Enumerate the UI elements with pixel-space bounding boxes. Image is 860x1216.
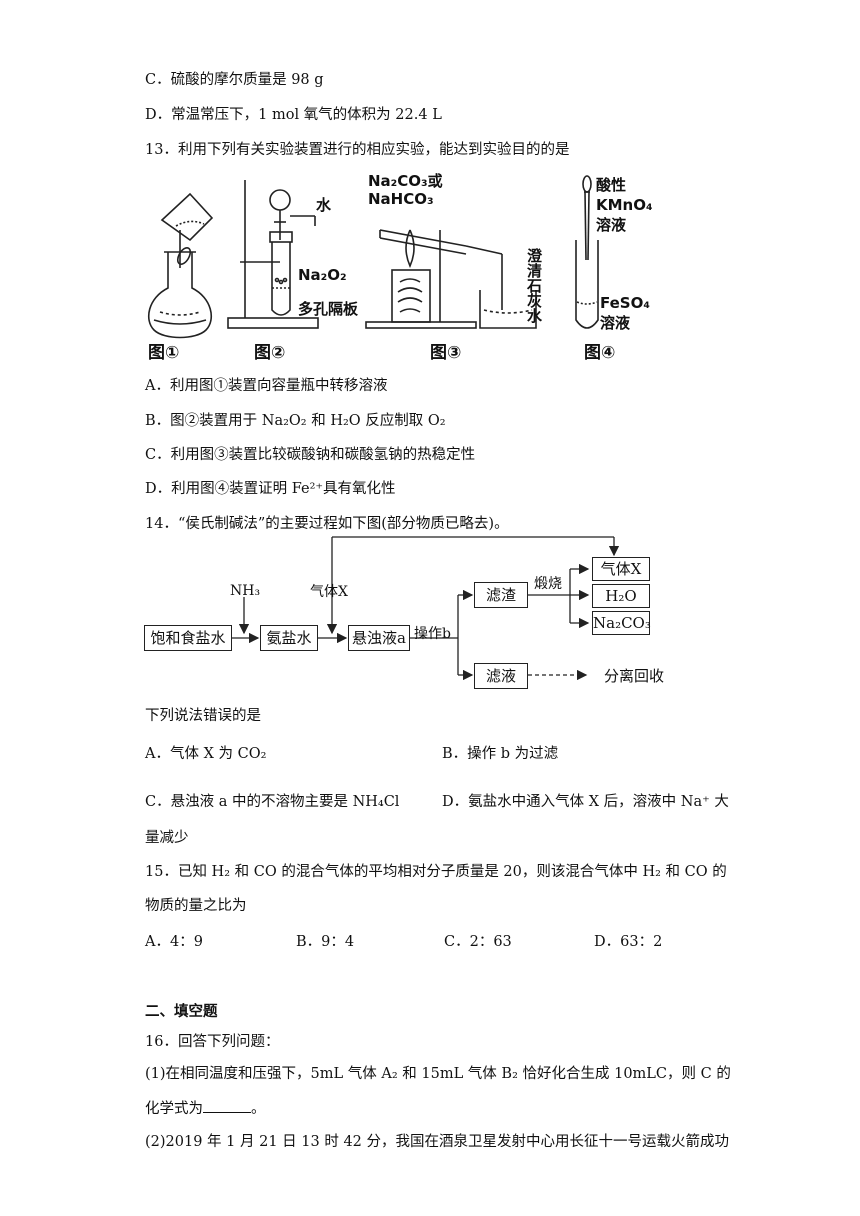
volumetric-flask-icon: [147, 192, 214, 339]
dropper-test-tube-icon: [575, 175, 599, 329]
q14-option-d-continued: 量减少: [145, 830, 189, 846]
apparatus-drawings: [147, 175, 599, 339]
q15-option-b: B．9：4: [296, 934, 355, 950]
flow-product-na2co3: Na₂CO₃: [592, 611, 651, 635]
q14-question: 下列说法错误的是: [145, 708, 261, 724]
answer-blank[interactable]: [203, 1098, 251, 1113]
flow-product-water: H₂O: [592, 584, 650, 608]
figure-2-caption: 图②: [254, 343, 286, 363]
flowchart-arrows: [232, 536, 620, 681]
gas-generator-icon: [227, 180, 319, 329]
q16-part1-suffix: 。: [251, 1101, 266, 1117]
flow-residue: 滤渣: [474, 582, 528, 608]
q14-option-c: C．悬浊液 a 中的不溶物主要是 NH₄Cl: [145, 794, 400, 810]
water-label: 水: [316, 196, 332, 214]
q14-option-a: A．气体 X 为 CO₂: [145, 746, 267, 762]
q13-apparatus-figure: 水 Na₂O₂ 多孔隔板 Na₂CO₃或 NaHCO₃ 澄清石灰水 酸性 KMn…: [140, 170, 720, 365]
q16-part2: (2)2019 年 1 月 21 日 13 时 42 分，我国在酒泉卫星发射中心…: [145, 1134, 729, 1150]
figure-3-caption: 图③: [430, 343, 462, 363]
q16-part1-prefix: 化学式为: [145, 1101, 203, 1117]
q12-option-d: D．常温常压下，1 mol 氧气的体积为 22.4 L: [145, 107, 442, 123]
q15-option-c: C．2：63: [444, 934, 512, 950]
q13-stem: 13．利用下列有关实验装置进行的相应实验，能达到实验目的的是: [145, 142, 570, 158]
kmno4-label-line1: 酸性: [596, 176, 627, 194]
hou-process-flowchart: 饱和食盐水 NH₃ 氨盐水 气体X 悬浊液a 操作b 滤渣 煅烧 气体X H₂O…: [140, 535, 700, 695]
flow-gas-x-input: 气体X: [310, 584, 348, 600]
q15-option-a: A．4：9: [145, 934, 203, 950]
q15-option-d: D．63：2: [594, 934, 663, 950]
section-title: 二、填空题: [145, 1003, 218, 1020]
flow-suspension-a: 悬浊液a: [348, 625, 410, 651]
kmno4-label-line3: 溶液: [596, 216, 627, 234]
limewater-label: 澄清石灰水: [525, 248, 543, 323]
flow-recover-label: 分离回收: [604, 667, 665, 685]
figure-4-caption: 图④: [584, 343, 616, 363]
q13-option-d: D．利用图④装置证明 Fe²⁺具有氧化性: [145, 481, 396, 497]
q16-part1: (1)在相同温度和压强下，5mL 气体 A₂ 和 15mL 气体 B₂ 恰好化合…: [145, 1066, 731, 1082]
flow-calcine-label: 煅烧: [534, 576, 562, 592]
porous-plate-label: 多孔隔板: [298, 300, 359, 318]
flow-saturated-brine: 饱和食盐水: [144, 625, 232, 651]
feso4-label-line1: FeSO₄: [600, 294, 650, 312]
q13-option-a: A．利用图①装置向容量瓶中转移溶液: [145, 378, 388, 394]
q12-option-c: C．硫酸的摩尔质量是 98 g: [145, 72, 324, 88]
q14-option-b: B．操作 b 为过滤: [442, 746, 559, 762]
figure-1-caption: 图①: [148, 343, 180, 363]
q15-stem: 15．已知 H₂ 和 CO 的混合气体的平均相对分子质量是 20，则该混合气体中…: [145, 864, 727, 880]
q16-stem: 16．回答下列问题：: [145, 1034, 280, 1050]
na2o2-label: Na₂O₂: [298, 266, 347, 284]
q15-stem-continued: 物质的量之比为: [145, 898, 247, 914]
q13-option-c: C．利用图③装置比较碳酸钠和碳酸氢钠的热稳定性: [145, 447, 476, 463]
heating-apparatus-icon: [365, 229, 537, 329]
flow-ammonia-brine: 氨盐水: [260, 625, 318, 651]
flow-operation-b: 操作b: [414, 626, 451, 642]
reagent-label-line1: Na₂CO₃或: [368, 172, 443, 190]
flow-filtrate: 滤液: [474, 663, 528, 689]
kmno4-label-line2: KMnO₄: [596, 196, 653, 214]
q14-option-d: D．氨盐水中通入气体 X 后，溶液中 Na⁺ 大: [442, 794, 729, 810]
q13-option-b: B．图②装置用于 Na₂O₂ 和 H₂O 反应制取 O₂: [145, 413, 446, 429]
q14-stem: 14．“侯氏制碱法”的主要过程如下图(部分物质已略去)。: [145, 516, 509, 532]
q16-part1-continued: 化学式为 。: [145, 1098, 266, 1119]
flow-product-gas-x: 气体X: [592, 557, 650, 581]
flow-nh3-label: NH₃: [230, 583, 261, 599]
reagent-label-line2: NaHCO₃: [368, 190, 434, 208]
feso4-label-line2: 溶液: [600, 314, 631, 332]
